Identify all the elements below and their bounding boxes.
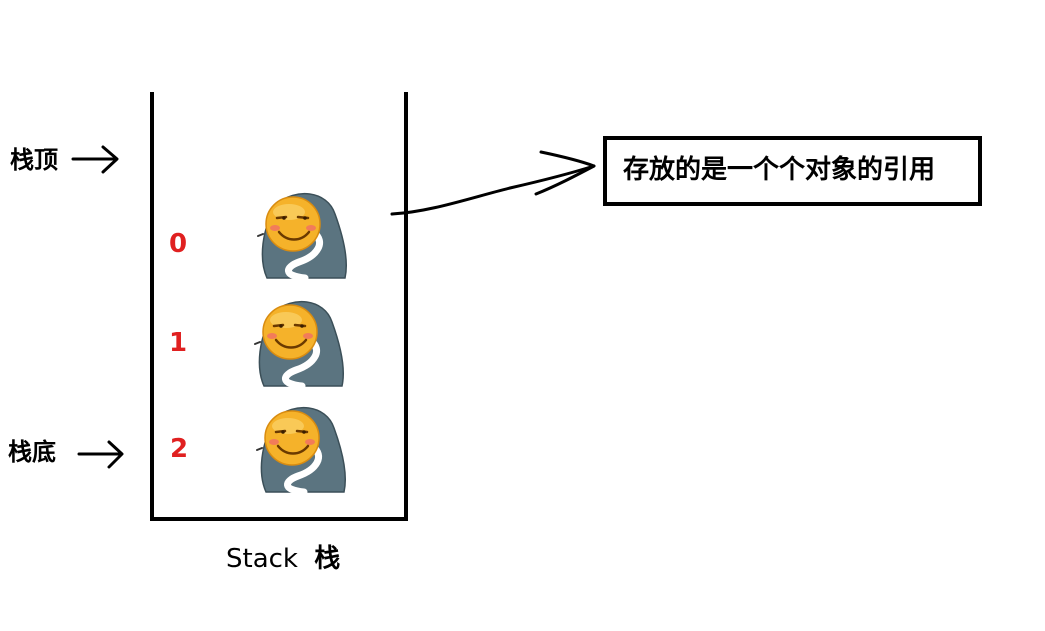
stack-top-arrow-icon bbox=[71, 145, 119, 174]
stack-container bbox=[150, 92, 408, 521]
slot-index-2: 2 bbox=[170, 434, 188, 464]
slot-index-0: 0 bbox=[169, 229, 187, 259]
slot-index-1: 1 bbox=[169, 328, 187, 358]
note-box bbox=[603, 136, 982, 206]
note-text: 存放的是一个个对象的引用 bbox=[623, 154, 935, 185]
stack-caption-zh: 栈 bbox=[314, 544, 340, 574]
emoji-blanket-icon bbox=[257, 408, 345, 492]
callout-arrow-icon bbox=[390, 150, 596, 216]
stack-caption: Stack 栈 bbox=[226, 544, 340, 574]
stack-bottom-label: 栈底 bbox=[8, 438, 56, 466]
emoji-blanket-icon bbox=[258, 194, 346, 278]
stack-top-label: 栈顶 bbox=[10, 146, 58, 174]
stack-bottom-arrow-icon bbox=[77, 440, 124, 469]
stack-caption-en: Stack bbox=[226, 544, 298, 574]
emoji-blanket-icon bbox=[255, 302, 343, 386]
